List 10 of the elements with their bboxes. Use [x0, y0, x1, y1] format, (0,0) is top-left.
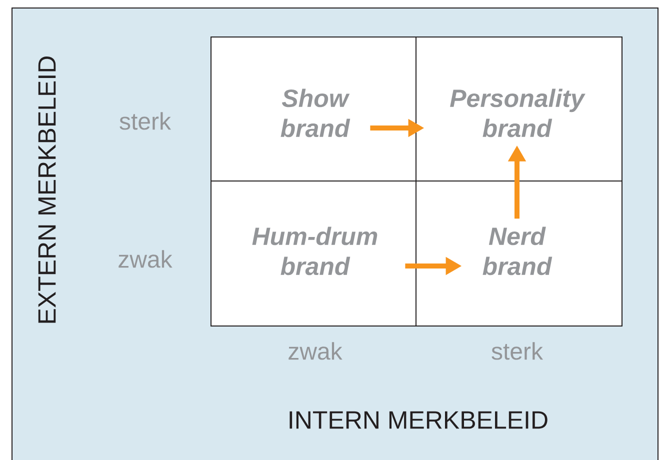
- axis-title: INTERN MERKBELEID: [290, 411, 548, 429]
- quadrant-label: Hum-drum brand: [252, 226, 378, 276]
- quadrant-label: Personality brand: [450, 88, 586, 138]
- axis-value: sterk: [120, 112, 172, 130]
- quadrant-label: Nerd brand: [482, 226, 552, 276]
- axis-value: zwak: [118, 250, 172, 268]
- axis-title: EXTERN MERKBELEID: [38, 56, 56, 323]
- axis-value: zwak: [288, 342, 342, 360]
- axis-value: sterk: [492, 342, 544, 360]
- quadrant-label: Show brand: [280, 88, 350, 138]
